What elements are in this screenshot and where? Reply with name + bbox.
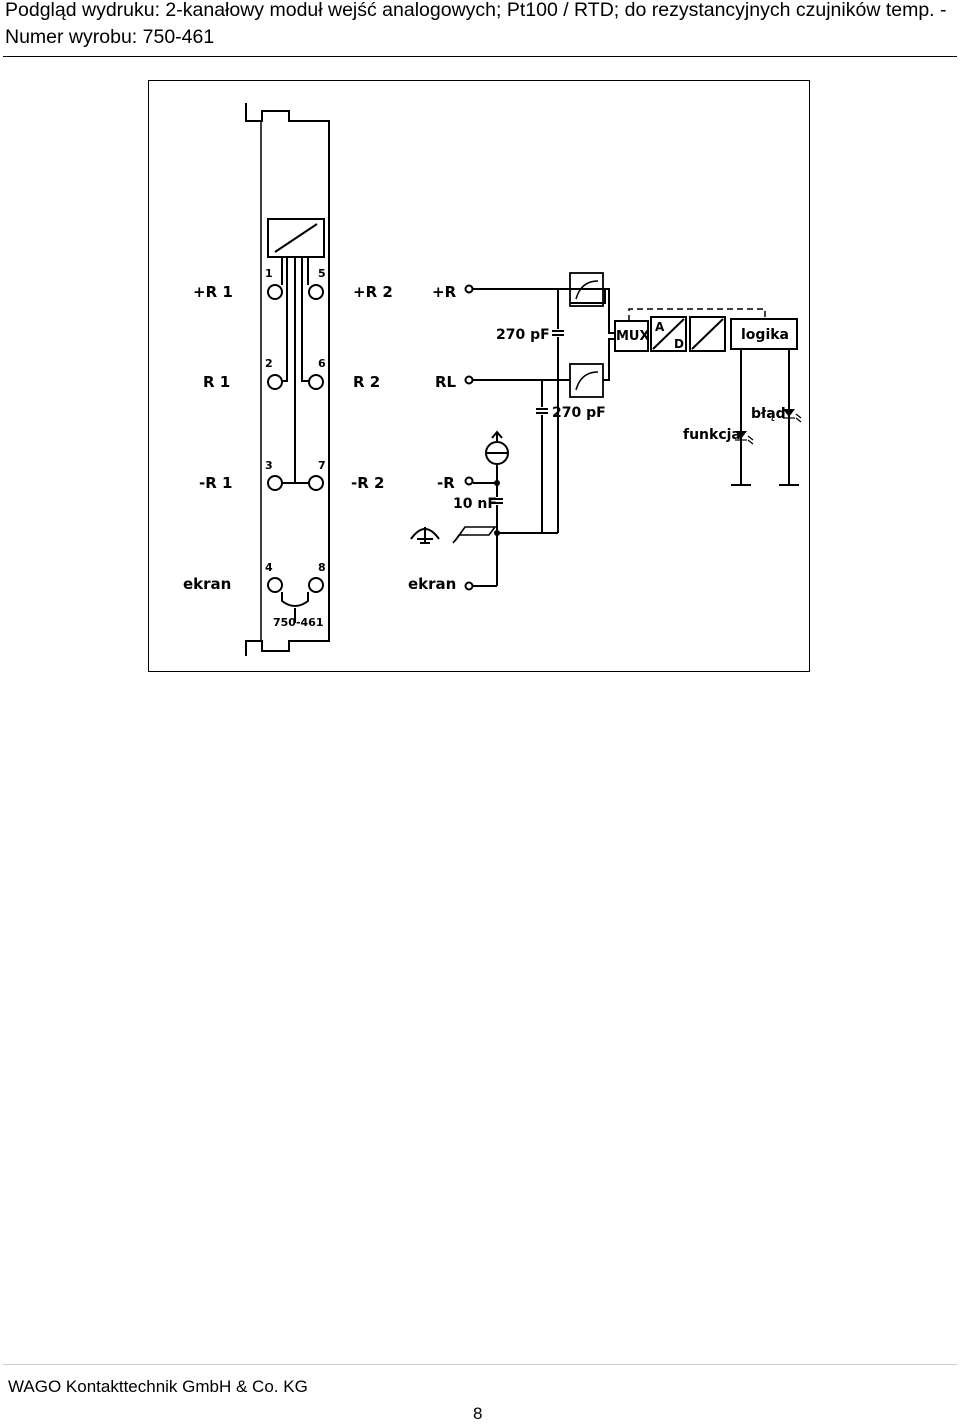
label-mux: MUX [616,329,650,344]
label-plus-r1: +R 1 [193,283,233,301]
label-minus-r2: -R 2 [351,474,384,492]
page-title: Podgląd wydruku: 2-kanałowy moduł wejść … [5,0,947,48]
terminal-number: 4 [265,561,273,574]
isolation-block [689,316,726,352]
terminal-7 [308,475,324,491]
label-adc-d: D [674,337,684,351]
circuit-svg: +R 1 +R 2 +R R 1 R 2 RL -R 1 -R 2 -R ekr… [183,103,802,656]
terminal-number: 6 [318,357,326,370]
label-ekran-left: ekran [183,575,231,593]
label-model: 750-461 [273,616,324,629]
terminal-number: 1 [265,267,273,280]
terminal-4 [267,577,283,593]
terminal-number: 8 [318,561,326,574]
label-ekran-right: ekran [408,575,456,593]
title-divider [3,56,957,57]
label-adc-a: A [655,320,665,334]
module-outline [245,103,330,656]
logic-block [730,318,798,350]
label-cap2: 270 pF [552,405,606,421]
blad-led-icon [783,409,795,417]
page-number: 8 [473,1404,483,1423]
terminal-5 [308,284,324,300]
terminal-6 [308,374,324,390]
adc-block [650,316,687,352]
footer-divider [3,1364,957,1365]
terminal-1 [267,284,283,300]
label-minus-r: -R [437,474,455,492]
label-logika: logika [741,327,789,343]
mux-block [614,320,649,352]
label-minus-r1: -R 1 [199,474,232,492]
label-funkcja: funkcja [683,427,741,443]
label-plus-r2: +R 2 [353,283,393,301]
terminal-8 [308,577,324,593]
filter-block-2 [569,363,604,398]
terminal-3 [267,475,283,491]
label-plus-r: +R [432,283,457,301]
terminal-number: 5 [318,267,326,280]
terminal-number: 7 [318,459,326,472]
label-rl: RL [435,373,457,391]
label-r1: R 1 [203,373,230,391]
terminal-2 [267,374,283,390]
circuit-diagram: +R 1 +R 2 +R R 1 R 2 RL -R 1 -R 2 -R ekr… [148,80,810,672]
label-cap3: 10 nF [453,496,497,512]
label-cap1: 270 pF [496,327,550,343]
footer-company: WAGO Kontakttechnik GmbH & Co. KG [8,1377,308,1396]
label-blad: błąd [751,406,786,422]
terminal-number: 2 [265,357,273,370]
label-r2: R 2 [353,373,380,391]
funkcja-led-icon [735,431,747,439]
terminal-number: 3 [265,459,273,472]
